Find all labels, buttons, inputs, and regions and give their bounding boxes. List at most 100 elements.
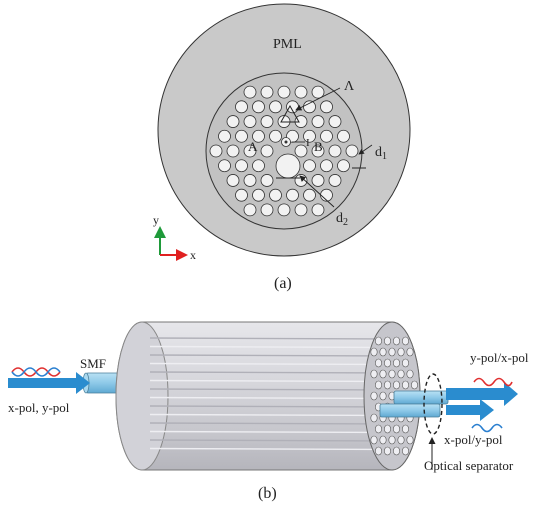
y-axis-label: y <box>153 213 159 227</box>
air-hole <box>269 188 282 202</box>
air-hole <box>269 129 282 143</box>
face-hole <box>374 358 382 368</box>
air-hole <box>252 100 265 114</box>
core-b-label: B <box>314 139 323 154</box>
smf-label: SMF <box>80 356 106 371</box>
air-hole <box>252 159 265 173</box>
air-hole <box>328 144 342 158</box>
face-hole <box>401 424 409 434</box>
cladding-rod <box>149 371 393 374</box>
separator-label: Optical separator <box>424 458 514 473</box>
cladding-rods <box>149 337 393 451</box>
cladding-rod <box>149 354 393 357</box>
face-hole <box>379 391 387 401</box>
air-hole <box>320 188 333 202</box>
air-hole <box>260 115 274 128</box>
output-wave-blue <box>471 423 503 433</box>
face-hole <box>397 369 405 379</box>
face-hole <box>388 347 396 357</box>
face-hole <box>401 380 409 390</box>
air-hole <box>218 159 231 173</box>
x-axis-label: x <box>190 248 196 262</box>
air-hole <box>345 144 359 158</box>
face-hole <box>374 424 382 434</box>
air-hole <box>277 203 291 217</box>
cladding-rod <box>149 379 393 383</box>
d2-leader <box>299 175 335 208</box>
air-hole <box>252 188 265 202</box>
face-hole <box>370 435 378 445</box>
air-hole <box>277 85 291 99</box>
center-dot <box>284 140 288 144</box>
d1-label: d1 <box>375 145 387 162</box>
air-hole <box>294 85 308 99</box>
face-hole <box>392 380 400 390</box>
air-hole <box>328 174 342 187</box>
face-hole <box>392 336 400 346</box>
output-fiber-top <box>393 390 449 405</box>
face-hole <box>406 435 414 445</box>
face-hole <box>379 435 387 445</box>
air-hole <box>260 174 274 187</box>
air-hole <box>243 203 257 217</box>
face-hole <box>410 380 418 390</box>
face-hole <box>401 336 409 346</box>
lambda-leader <box>295 87 341 111</box>
air-hole <box>243 85 257 99</box>
face-hole <box>392 424 400 434</box>
air-hole <box>235 100 248 114</box>
air-hole <box>235 159 248 173</box>
cladding-rod <box>149 422 393 425</box>
output-arrow-top <box>446 382 518 406</box>
lattice-triangle <box>280 104 300 123</box>
d1-leader-a <box>358 144 373 155</box>
air-hole <box>260 85 274 99</box>
input-pol-label: x-pol, y-pol <box>8 400 70 415</box>
pcf-cylinder-back <box>115 321 169 471</box>
air-hole <box>243 115 257 128</box>
face-hole <box>401 446 409 456</box>
cladding-rod <box>149 439 393 442</box>
air-hole <box>226 144 240 158</box>
cladding-rod <box>149 447 393 451</box>
face-hole <box>370 413 378 423</box>
output-fiber-bottom <box>379 403 441 418</box>
cladding-rod <box>149 405 393 408</box>
air-hole <box>226 115 240 128</box>
d2-label: d2 <box>336 211 348 228</box>
core-a-label: A <box>248 139 258 154</box>
air-hole-array <box>209 85 359 217</box>
pml-label: PML <box>273 37 302 52</box>
air-hole <box>337 159 350 173</box>
panel-a: PML Λ A B I d1 d2 y x (a) <box>153 3 411 292</box>
air-hole <box>320 159 333 173</box>
panel-b: SMF x-pol, y-pol y-pol/x-pol x-pol/y-pol… <box>8 321 529 502</box>
cladding-rod <box>149 362 393 366</box>
air-hole <box>235 188 248 202</box>
face-hole <box>388 435 396 445</box>
face-hole <box>383 424 391 434</box>
air-hole <box>209 144 223 158</box>
air-hole <box>294 203 308 217</box>
large-center-hole <box>275 153 301 179</box>
caption-b: (b) <box>258 485 277 502</box>
air-hole <box>218 129 231 143</box>
cladding-rod <box>149 430 393 434</box>
face-hole <box>388 369 396 379</box>
face-hole <box>392 446 400 456</box>
air-hole <box>235 129 248 143</box>
air-hole <box>243 144 257 158</box>
input-arrow <box>8 372 90 394</box>
face-hole <box>383 446 391 456</box>
face-hole <box>374 380 382 390</box>
face-hole <box>370 391 378 401</box>
face-hole <box>397 347 405 357</box>
face-hole <box>379 347 387 357</box>
face-hole <box>383 358 391 368</box>
output-bottom-label: x-pol/y-pol <box>444 432 503 447</box>
air-hole <box>303 159 316 173</box>
face-hole <box>397 435 405 445</box>
cladding-rod <box>149 345 393 349</box>
face-hole <box>374 446 382 456</box>
